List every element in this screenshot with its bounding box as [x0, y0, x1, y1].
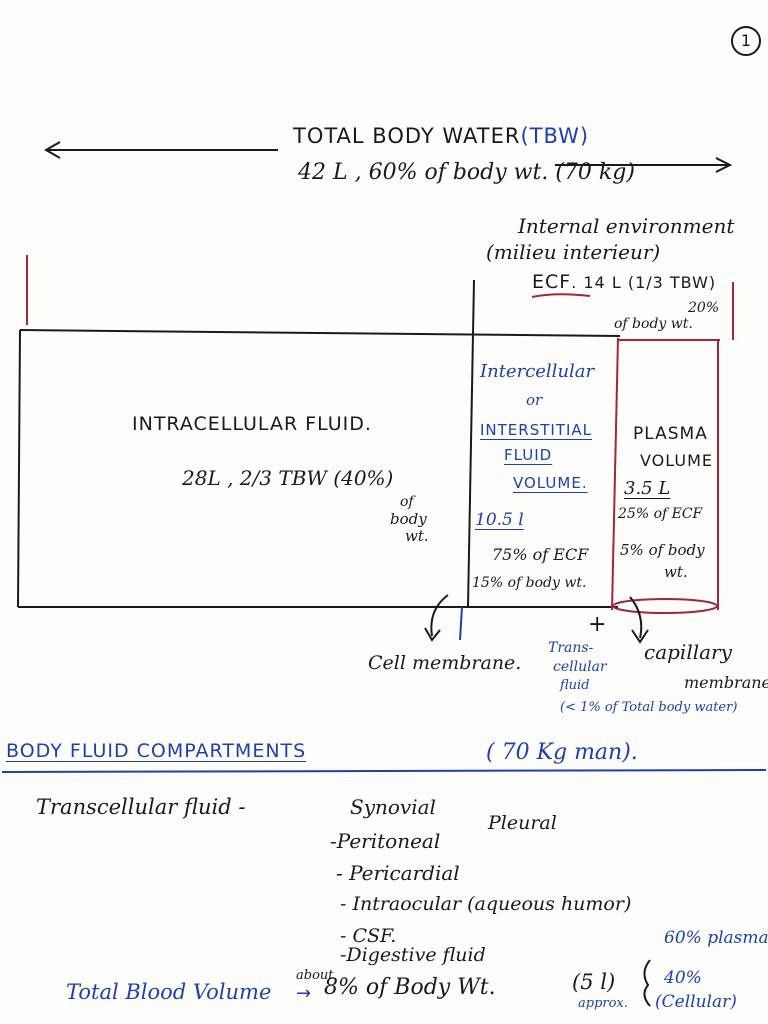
- tbw-detail: 42 L , 60% of body wt. (70 kg): [298, 160, 635, 185]
- blood-cellular-label: (Cellular): [655, 992, 737, 1012]
- ecf-pct-of: of body wt.: [614, 316, 693, 332]
- section-title: BODY FLUID COMPARTMENTS: [6, 740, 307, 762]
- isf-line4: FLUID: [504, 446, 553, 464]
- isf-line1: Intercellular: [480, 361, 595, 382]
- plasma-wt: wt.: [664, 563, 688, 581]
- ecf-label: ECF: [532, 271, 572, 293]
- capillary-pointer: [629, 596, 643, 639]
- plasma-volume: 3.5 L: [624, 478, 671, 499]
- trans-label-1: Trans-: [548, 640, 594, 656]
- plasma-line1: PLASMA: [633, 424, 708, 444]
- ecf-line1: Internal environment: [518, 214, 735, 238]
- ecf-red-underline: [531, 293, 591, 298]
- plus-sign: +: [588, 612, 607, 637]
- isf-volume: 10.5 l: [475, 510, 524, 530]
- blood-litres: (5 l): [572, 970, 616, 994]
- icf-of: of: [400, 494, 414, 510]
- icf-body: body: [390, 510, 427, 528]
- ecf-row: ECF. 14 L (1/3 TBW): [532, 271, 716, 293]
- cell-membrane-tick: [459, 606, 463, 641]
- plasma-pct-ecf: 25% of ECF: [618, 506, 703, 522]
- section-rule: [1, 769, 767, 773]
- ecf-value: . 14 L (1/3 TBW): [571, 273, 717, 292]
- page-number-badge: 1: [731, 26, 761, 56]
- tbw-abbr: (TBW): [520, 124, 590, 148]
- capillary-label: capillary: [644, 640, 732, 664]
- plasma-base-ellipse: [612, 598, 718, 614]
- page-number: 1: [740, 31, 752, 50]
- blood-arrow: →: [296, 983, 312, 1004]
- transcellular-item-pericardial: - Pericardial: [336, 861, 460, 885]
- isf-line5: VOLUME.: [513, 474, 588, 492]
- blood-cellular-pct: 40%: [664, 968, 702, 988]
- transcellular-item-intraocular: - Intraocular (aqueous humor): [340, 893, 632, 915]
- tbw-heading-row: TOTAL BODY WATER(TBW): [293, 124, 589, 148]
- icf-volume: 28L , 2/3 TBW (40%): [182, 466, 394, 490]
- ecf-line2: (milieu interieur): [486, 240, 661, 264]
- transcellular-item-csf: - CSF.: [340, 925, 397, 947]
- isf-pct-ecf: 75% of ECF: [492, 545, 589, 564]
- section-subtitle: ( 70 Kg man).: [486, 740, 638, 765]
- blood-volume-label: Total Blood Volume: [66, 980, 272, 1004]
- blood-brace: [643, 959, 651, 1007]
- cell-membrane-divider: [467, 279, 475, 608]
- transcellular-item-synovial: Synovial: [350, 795, 436, 819]
- box-left-line: [17, 329, 21, 608]
- box-top-line: [19, 329, 621, 337]
- icf-wt: wt.: [405, 527, 429, 545]
- blood-pct: 8% of Body Wt.: [324, 975, 496, 1000]
- tbw-left-arrowhead: [43, 141, 61, 159]
- transcellular-item-digestive: -Digestive fluid: [340, 944, 486, 966]
- icf-title: INTRACELLULAR FLUID.: [132, 413, 372, 435]
- cell-membrane-pointer: [430, 594, 449, 637]
- capillary-membrane-label: membrane: [684, 673, 768, 692]
- plasma-pct-body: 5% of body: [620, 541, 705, 559]
- transcellular-label: Transcellular fluid -: [36, 795, 246, 819]
- cell-membrane-label: Cell membrane.: [368, 652, 522, 674]
- trans-label-2: cellular: [553, 659, 607, 675]
- tbw-right-arrowhead: [715, 157, 733, 173]
- blood-approx: approx.: [578, 996, 628, 1011]
- isf-line3: INTERSTITIAL: [480, 421, 593, 439]
- isf-line2: or: [526, 391, 543, 409]
- blood-about: about: [296, 968, 334, 983]
- blood-plasma-pct: 60% plasma: [664, 928, 768, 948]
- transcellular-item-pleural: Pleural: [488, 812, 557, 834]
- plasma-left-wall: [611, 337, 619, 611]
- ecf-pct: 20%: [688, 300, 720, 316]
- tbw-heading: TOTAL BODY WATER: [293, 124, 521, 148]
- plasma-line2: VOLUME: [640, 451, 713, 470]
- trans-pct: (< 1% of Total body water): [560, 700, 738, 715]
- trans-label-3: fluid: [560, 678, 590, 693]
- isf-pct-body: 15% of body wt.: [472, 575, 587, 591]
- transcellular-item-peritoneal: -Peritoneal: [330, 829, 441, 853]
